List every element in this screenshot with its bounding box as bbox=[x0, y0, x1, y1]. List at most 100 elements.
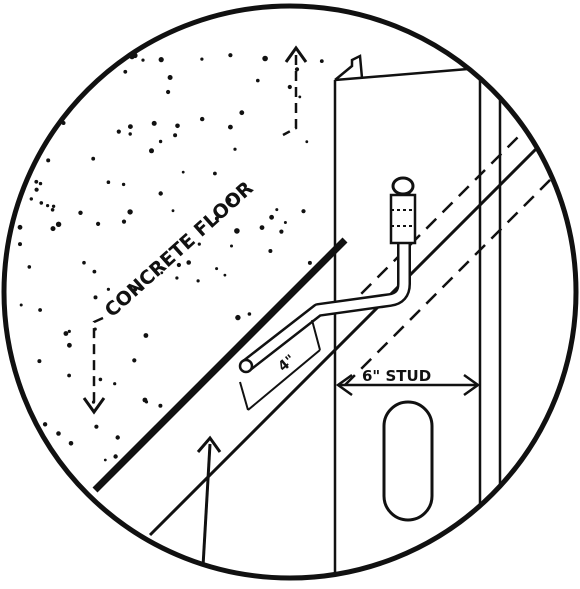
concrete-speckle bbox=[38, 308, 42, 312]
concrete-speckle bbox=[233, 147, 237, 151]
concrete-speckle bbox=[106, 287, 110, 291]
concrete-speckle bbox=[142, 397, 148, 403]
concrete-speckle bbox=[268, 249, 273, 253]
concrete-speckle bbox=[128, 132, 132, 136]
concrete-speckle bbox=[228, 53, 233, 58]
concrete-speckle bbox=[123, 69, 128, 74]
concrete-speckle bbox=[171, 209, 175, 213]
steel-stud bbox=[333, 54, 502, 578]
concrete-speckle bbox=[23, 160, 29, 165]
concrete-speckle bbox=[214, 216, 219, 221]
concrete-speckle bbox=[91, 156, 96, 161]
concrete-speckle bbox=[63, 331, 69, 336]
concrete-speckle bbox=[68, 441, 74, 446]
concrete-speckle bbox=[175, 276, 179, 280]
concrete-speckle bbox=[200, 116, 205, 122]
concrete-speckle bbox=[22, 131, 26, 135]
concrete-speckle bbox=[115, 435, 120, 440]
concrete-speckle bbox=[44, 84, 48, 88]
concrete-speckle bbox=[143, 333, 149, 338]
concrete-speckle bbox=[215, 267, 219, 271]
concrete-speckle bbox=[46, 158, 51, 163]
concrete-speckle bbox=[262, 55, 268, 62]
concrete-speckle bbox=[158, 191, 163, 196]
concrete-speckle bbox=[18, 242, 22, 247]
concrete-speckle bbox=[39, 201, 44, 205]
concrete-speckle bbox=[33, 449, 39, 455]
concrete-speckle bbox=[34, 179, 39, 184]
concrete-speckle bbox=[113, 454, 118, 459]
concrete-speckle bbox=[70, 18, 75, 23]
concrete-speckle bbox=[27, 265, 32, 269]
concrete-speckle bbox=[143, 33, 147, 37]
concrete-speckle bbox=[247, 312, 252, 316]
slab-edge-line bbox=[92, 237, 348, 493]
concrete-speckle bbox=[67, 342, 72, 348]
concrete-speckle bbox=[103, 458, 107, 462]
concrete-speckle bbox=[226, 197, 232, 203]
concrete-speckle bbox=[158, 139, 163, 144]
concrete-speckle bbox=[56, 431, 61, 436]
anchor-dimension bbox=[239, 319, 321, 411]
concrete-speckle bbox=[175, 123, 180, 129]
concrete-speckle bbox=[120, 31, 125, 36]
concrete-speckle bbox=[133, 287, 138, 292]
concrete-speckle bbox=[106, 180, 111, 184]
concrete-speckle bbox=[122, 44, 126, 48]
concrete-speckle bbox=[46, 204, 50, 208]
concrete-speckle bbox=[319, 59, 324, 63]
concrete-speckle bbox=[44, 49, 49, 54]
concrete-speckle bbox=[239, 110, 245, 116]
concrete-speckle bbox=[132, 358, 137, 363]
slab-leader bbox=[196, 435, 222, 578]
concrete-speckle bbox=[51, 204, 56, 208]
concrete-speckle bbox=[46, 39, 51, 44]
stud-knockout bbox=[382, 400, 434, 522]
concrete-speckle bbox=[181, 170, 185, 174]
concrete-speckle bbox=[173, 133, 178, 138]
concrete-speckle bbox=[94, 424, 99, 429]
concrete-speckle bbox=[141, 58, 145, 62]
concrete-speckle bbox=[34, 146, 39, 151]
concrete-speckle bbox=[255, 78, 260, 83]
concrete-speckle bbox=[259, 225, 265, 231]
concrete-speckle bbox=[37, 359, 42, 364]
concrete-speckle bbox=[38, 181, 43, 186]
detail-contents: 4" 6" STUD CONCRETE FLOOR bbox=[17, 18, 562, 578]
concrete-speckle bbox=[213, 171, 217, 176]
concrete-speckle bbox=[160, 271, 164, 275]
concrete-speckle bbox=[116, 129, 121, 134]
concrete-speckle bbox=[46, 473, 51, 478]
concrete-speckle bbox=[50, 208, 55, 212]
concrete-speckle bbox=[234, 228, 240, 234]
concrete-speckle bbox=[200, 57, 204, 61]
slab-bottom-line bbox=[148, 123, 562, 537]
concrete-speckle bbox=[29, 197, 33, 201]
concrete-speckle bbox=[235, 314, 241, 321]
concrete-speckle bbox=[186, 260, 191, 265]
concrete-speckle bbox=[50, 226, 56, 232]
concrete-leader bbox=[82, 45, 308, 415]
concrete-speckle bbox=[223, 273, 227, 277]
concrete-speckle bbox=[113, 382, 117, 386]
concrete-speckle bbox=[294, 67, 300, 72]
concrete-speckle bbox=[92, 269, 97, 274]
concrete-speckle bbox=[67, 373, 71, 378]
concrete-speckle bbox=[307, 260, 312, 265]
concrete-speckle bbox=[78, 210, 83, 215]
concrete-speckle bbox=[67, 329, 71, 333]
concrete-speckle bbox=[228, 124, 233, 130]
concrete-speckle bbox=[283, 221, 287, 224]
concrete-speckle bbox=[55, 221, 62, 227]
concrete-speckle bbox=[121, 182, 126, 187]
concrete-speckle bbox=[279, 229, 284, 234]
concrete-speckle bbox=[230, 244, 233, 248]
concrete-speckle bbox=[197, 242, 201, 246]
detail-circle bbox=[1, 3, 579, 581]
concrete-speckle bbox=[93, 295, 98, 300]
concrete-speckle bbox=[149, 148, 154, 154]
stud-dimension bbox=[335, 373, 481, 397]
concrete-speckle bbox=[158, 403, 163, 408]
stud-width-label: 6" STUD bbox=[362, 367, 431, 385]
